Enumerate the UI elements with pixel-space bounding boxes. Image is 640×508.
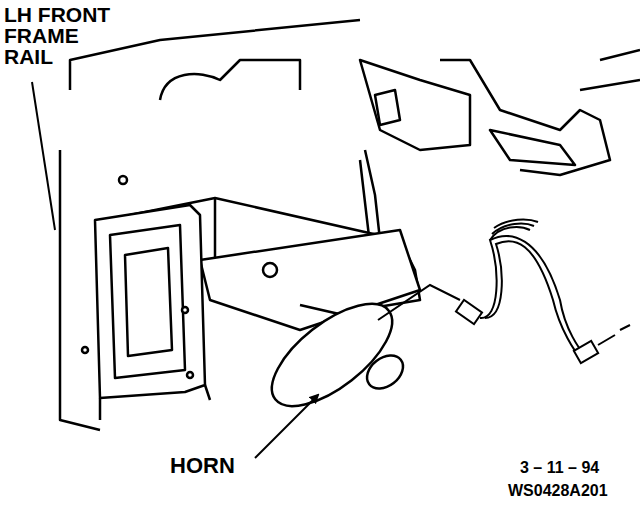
harness-wire <box>485 241 582 360</box>
leader-line <box>255 395 318 458</box>
rail-end <box>60 150 100 430</box>
part-label: LH FRONT FRAME RAIL <box>4 4 122 67</box>
upper-panel <box>70 20 360 90</box>
harness-connector <box>574 341 598 363</box>
front-bracket <box>95 205 205 398</box>
mount-plate <box>490 130 575 165</box>
horn-connector <box>456 300 482 324</box>
harness-continuation <box>598 325 630 345</box>
harness-coil <box>490 220 538 240</box>
horn-lead <box>378 285 460 320</box>
leader-lines <box>32 82 318 458</box>
horn-assembly <box>256 285 410 424</box>
horn-body <box>256 285 409 424</box>
wiring <box>378 220 630 364</box>
rivet <box>182 307 188 313</box>
suspension-mount <box>440 60 610 175</box>
bracket-flange <box>100 385 210 420</box>
bolt-head <box>263 263 277 277</box>
leader-line <box>32 82 55 230</box>
body-edge <box>580 50 640 90</box>
wheel-well <box>160 60 300 100</box>
bracket-opening <box>110 225 185 378</box>
bracket-inner <box>125 248 172 356</box>
rivet <box>119 176 127 184</box>
date-stamp: 3 – 11 – 94 <box>520 460 636 476</box>
figure-code: WS0428A201 <box>508 483 636 499</box>
strut-bracket <box>360 60 470 150</box>
bracket-slot <box>375 90 400 125</box>
rivet <box>82 347 88 353</box>
horn-bell <box>361 349 410 396</box>
part-label: HORN <box>170 455 290 477</box>
vehicle-structure <box>60 20 640 430</box>
rivet <box>187 372 193 378</box>
